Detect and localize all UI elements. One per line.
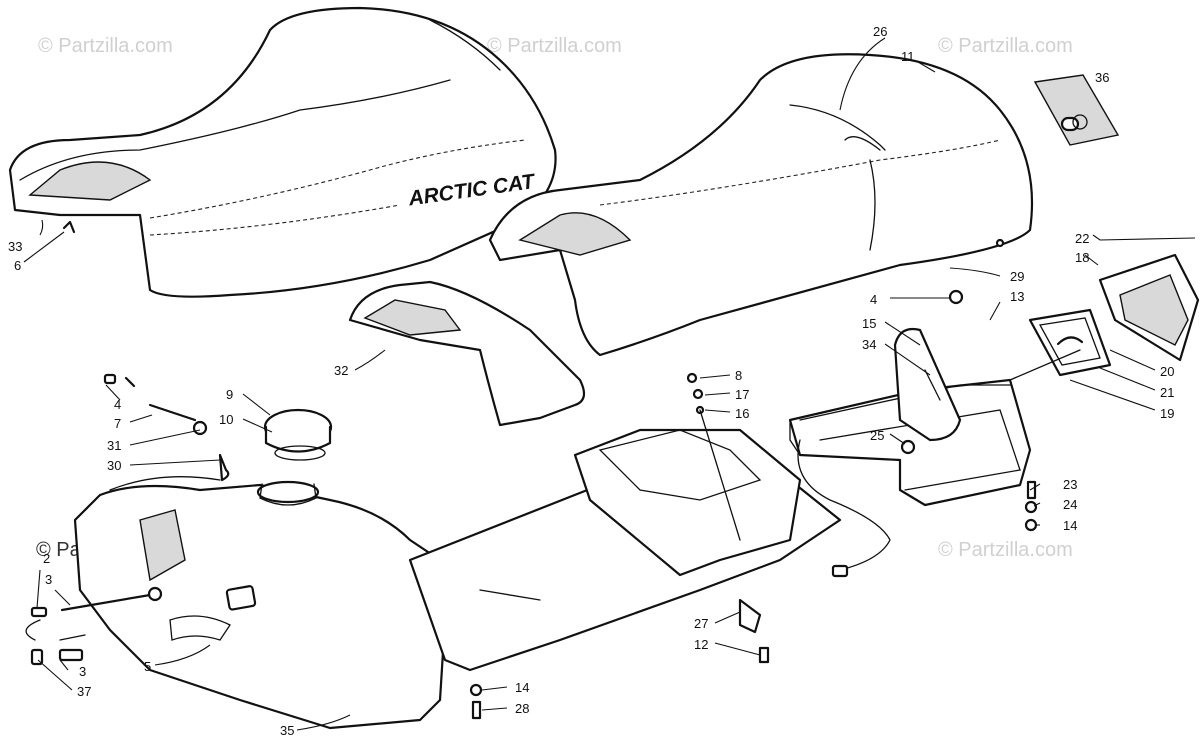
callout-5: 5 bbox=[144, 659, 151, 674]
seat-cover-center bbox=[488, 53, 1034, 357]
callout-29: 29 bbox=[1010, 269, 1024, 284]
callout-30: 30 bbox=[107, 458, 121, 473]
callout-25: 25 bbox=[870, 428, 884, 443]
callout-27: 27 bbox=[694, 616, 708, 631]
callout-23: 23 bbox=[1063, 477, 1077, 492]
callout-14b: 14 bbox=[515, 680, 529, 695]
callout-7: 7 bbox=[114, 416, 121, 431]
rear-cover bbox=[348, 280, 586, 427]
callout-6: 6 bbox=[14, 258, 21, 273]
callout-35: 35 bbox=[280, 723, 294, 738]
callout-24: 24 bbox=[1063, 497, 1077, 512]
callout-28: 28 bbox=[515, 701, 529, 716]
seat-cover-left: ARCTIC CAT bbox=[8, 6, 557, 298]
callout-34: 34 bbox=[862, 337, 876, 352]
callout-26: 26 bbox=[873, 24, 887, 39]
callout-14: 14 bbox=[1063, 518, 1077, 533]
wire-harness bbox=[797, 439, 891, 578]
callout-37: 37 bbox=[77, 684, 91, 699]
fasteners bbox=[25, 220, 1084, 720]
seat-bracket bbox=[893, 327, 962, 442]
callout-22: 22 bbox=[1075, 231, 1089, 246]
callout-20: 20 bbox=[1160, 364, 1174, 379]
callout-12: 12 bbox=[694, 637, 708, 652]
callout-11: 11 bbox=[901, 49, 915, 64]
callout-3: 3 bbox=[45, 572, 52, 587]
callout-16: 16 bbox=[735, 406, 749, 421]
fuel-tank bbox=[73, 476, 447, 730]
fuel-cap bbox=[263, 408, 333, 461]
watermark: © Partzilla.com bbox=[38, 35, 173, 57]
callout-13: 13 bbox=[1010, 289, 1024, 304]
watermark: © Partzilla.com bbox=[938, 35, 1073, 57]
callout-36: 36 bbox=[1095, 70, 1109, 85]
callout-33: 33 bbox=[8, 239, 22, 254]
callout-2: 2 bbox=[43, 551, 50, 566]
callout-21: 21 bbox=[1160, 385, 1174, 400]
callout-15: 15 bbox=[862, 316, 876, 331]
callout-19: 19 bbox=[1160, 406, 1174, 421]
watermark: © Partzilla.com bbox=[938, 539, 1073, 561]
callout-32: 32 bbox=[334, 363, 348, 378]
callout-8: 8 bbox=[735, 368, 742, 383]
callout-17: 17 bbox=[735, 387, 749, 402]
taillight-assembly bbox=[1028, 253, 1200, 377]
callout-18: 18 bbox=[1075, 250, 1089, 265]
leader-lines bbox=[23, 37, 1196, 731]
callouts: 33 6 26 11 36 22 18 29 4 13 15 34 20 21 … bbox=[8, 24, 1174, 738]
callout-31: 31 bbox=[107, 438, 121, 453]
callout-10: 10 bbox=[219, 412, 233, 427]
callout-3b: 3 bbox=[79, 664, 86, 679]
callout-9: 9 bbox=[226, 387, 233, 402]
callout-4: 4 bbox=[870, 292, 877, 307]
callout-4b: 4 bbox=[114, 397, 121, 412]
foam-pad bbox=[1033, 74, 1120, 146]
watermark: © Partzilla.com bbox=[487, 35, 622, 57]
seat-base-pan bbox=[408, 428, 842, 672]
